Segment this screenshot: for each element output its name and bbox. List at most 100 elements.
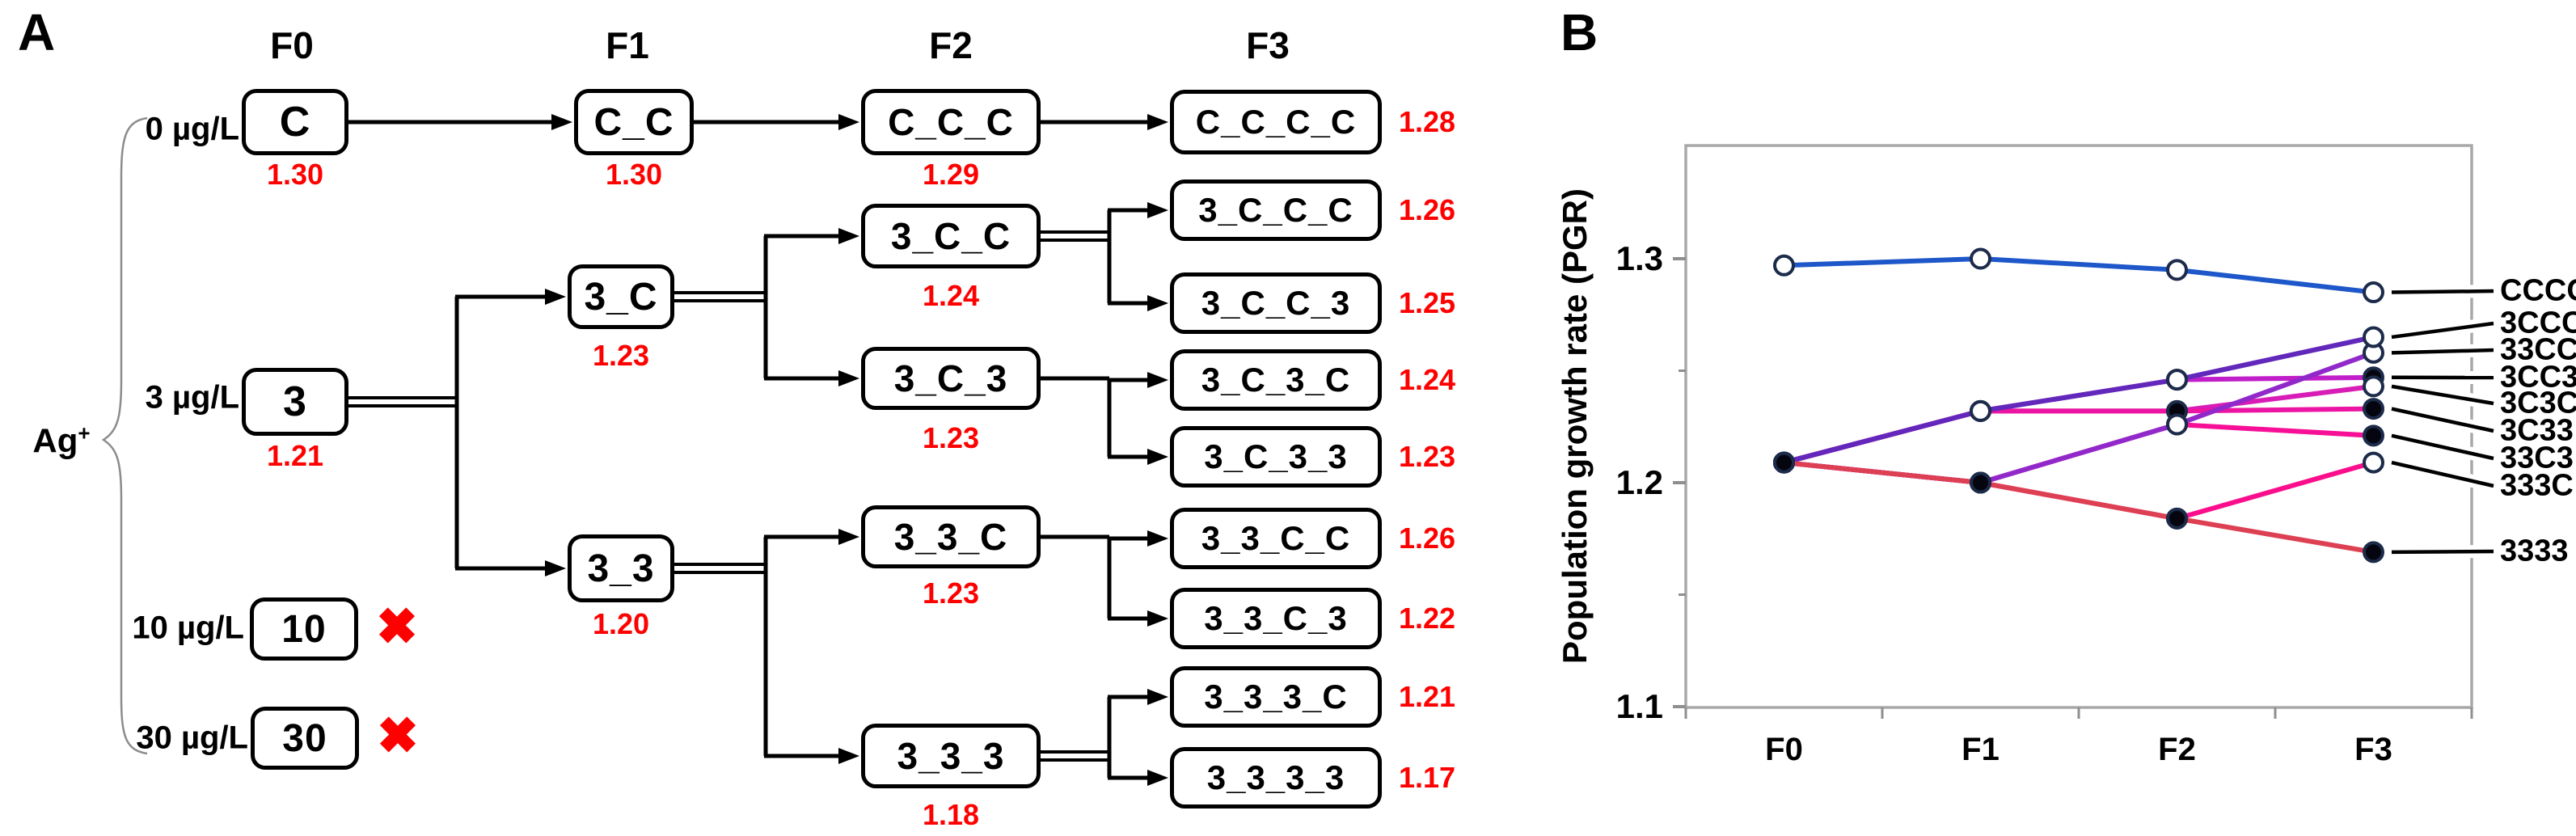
arrowhead-icon: [1147, 610, 1168, 627]
pgr-value-C: 1.30: [266, 158, 324, 191]
marker-CCCC-F1: [1970, 247, 1991, 270]
ag-plus-superscript: +: [78, 420, 91, 445]
dose-label-10: 10 µg/L: [132, 610, 244, 646]
panel-a-label: A: [18, 3, 56, 61]
marker-3CCC-F2: [2166, 369, 2188, 391]
pgr-value-C_C: 1.30: [605, 158, 663, 191]
arrowhead-icon: [838, 228, 859, 244]
pgr-value-3_C_C_C: 1.26: [1399, 193, 1456, 226]
marker-CCCC-F2: [2166, 259, 2188, 281]
generation-header-F1: F1: [606, 24, 649, 66]
pgr-value-3_C_3: 1.23: [922, 421, 980, 454]
pgr-value-3: 1.21: [266, 439, 324, 472]
x-mark-icon: ✖: [376, 599, 418, 655]
arrowhead-icon: [1147, 114, 1168, 130]
legend-label-3333: 3333: [2500, 534, 2569, 568]
marker-333C-F3: [2363, 451, 2384, 474]
marker-3C3C-F3: [2363, 375, 2384, 398]
marker-3333-F3: [2363, 541, 2384, 564]
lineage-box-3_C: 3_C: [568, 264, 674, 329]
lineage-box-3_C_C_C: 3_C_C_C: [1170, 179, 1382, 241]
lineage-box-3_3_C: 3_3_C: [861, 505, 1041, 568]
generation-header-F0: F0: [270, 24, 314, 66]
lineage-box-3_3: 3_3: [568, 534, 674, 602]
marker-3333-F2: [2166, 507, 2188, 530]
series-line-CCCC: [1781, 255, 2376, 295]
arrowhead-icon: [551, 114, 572, 130]
y-tick-label-1.2: 1.2: [1615, 463, 1663, 501]
arrowhead-icon: [1147, 689, 1168, 705]
marker-3CCC-F3: [2363, 326, 2384, 348]
lineage-box-3_C_C_3: 3_C_C_3: [1170, 272, 1382, 334]
legend-label-33CC: 33CC: [2500, 332, 2576, 367]
pgr-value-3_C_C: 1.24: [922, 279, 980, 312]
legend-label-3C33: 3C33: [2500, 413, 2574, 448]
arrowhead-icon: [1147, 770, 1168, 786]
pgr-value-3_C_C_3: 1.25: [1399, 286, 1456, 319]
x-mark-icon: ✖: [377, 708, 419, 764]
lineage-box-3_C_C: 3_C_C: [861, 204, 1041, 268]
arrowhead-icon: [545, 560, 566, 576]
lineage-box-3_3_3_3: 3_3_3_3: [1170, 747, 1382, 809]
pgr-value-3_3_C_C: 1.26: [1399, 521, 1456, 555]
legend-label-33C3: 33C3: [2500, 441, 2574, 475]
legend-label-3CC3: 3CC3: [2500, 360, 2576, 395]
legend-label-CCCC: CCCC: [2500, 273, 2576, 308]
marker-33C3-F3: [2363, 424, 2384, 447]
pgr-value-3_3_3_3: 1.17: [1399, 761, 1456, 794]
dose-label-3: 3 µg/L: [145, 379, 239, 416]
lineage-box-3_3_3: 3_3_3: [861, 724, 1041, 788]
marker-3333-F0: [1773, 451, 1795, 474]
arrowhead-icon: [1147, 530, 1168, 547]
arrowhead-icon: [838, 370, 859, 386]
y-tick-label-1.1: 1.1: [1615, 687, 1663, 725]
dose-label-0: 0 µg/L: [145, 111, 239, 147]
lineage-box-C_C_C_C: C_C_C_C: [1170, 90, 1382, 154]
pgr-value-3_3_C: 1.23: [922, 576, 980, 610]
lineage-box-3_3_C_C: 3_3_C_C: [1170, 508, 1382, 569]
pgr-value-3_3: 1.20: [592, 607, 650, 640]
lineage-box-10: 10: [250, 597, 358, 661]
lineage-box-C_C_C: C_C_C: [861, 89, 1041, 155]
legend-label-3C3C: 3C3C: [2500, 386, 2576, 420]
pgr-value-3_C_3_C: 1.24: [1399, 363, 1456, 396]
arrowhead-icon: [1147, 372, 1168, 388]
series-line-3CCC: [1781, 334, 2376, 466]
lineage-box-30: 30: [251, 707, 359, 770]
pgr-value-3_C_3_3: 1.23: [1399, 440, 1456, 473]
arrowhead-icon: [1147, 202, 1168, 218]
series-line-3333: [1781, 460, 2376, 555]
pgr-value-C_C_C: 1.29: [922, 158, 980, 191]
lineage-box-C_C: C_C: [574, 89, 694, 155]
lineage-box-3_3_3_C: 3_3_3_C: [1170, 666, 1382, 728]
panel-b-label: B: [1560, 3, 1598, 61]
lineage-box-3_C_3: 3_C_3: [861, 347, 1041, 410]
marker-3CCC-F1: [1970, 399, 1991, 422]
ag-treatment-brace: [101, 116, 148, 755]
lineage-box-3: 3: [242, 368, 348, 436]
pgr-value-C_C_C_C: 1.28: [1399, 105, 1456, 138]
y-tick-label-1.3: 1.3: [1615, 239, 1663, 277]
ag-ion-label: Ag+: [32, 420, 91, 460]
generation-header-F2: F2: [929, 24, 973, 66]
legend-label-333C: 333C: [2500, 468, 2574, 503]
marker-3333-F1: [1970, 471, 1991, 494]
x-tick-label-F3: F3: [2354, 732, 2392, 767]
x-tick-label-F2: F2: [2158, 732, 2196, 767]
pgr-value-3_3_3_C: 1.21: [1399, 680, 1456, 713]
arrowhead-icon: [838, 748, 859, 764]
x-tick-label-F1: F1: [1962, 732, 2000, 767]
arrowhead-icon: [545, 289, 566, 305]
lineage-box-C: C: [242, 89, 348, 155]
plot-border: [1684, 144, 2473, 709]
arrowhead-icon: [1147, 449, 1168, 465]
arrowhead-icon: [838, 114, 859, 130]
dose-label-30: 30 µg/L: [136, 720, 248, 756]
series-line-33CC: [1781, 350, 2376, 486]
marker-CCCC-F0: [1773, 254, 1795, 277]
lineage-box-3_3_C_3: 3_3_C_3: [1170, 588, 1382, 649]
arrowhead-icon: [838, 529, 859, 545]
marker-CCCC-F3: [2363, 281, 2384, 304]
